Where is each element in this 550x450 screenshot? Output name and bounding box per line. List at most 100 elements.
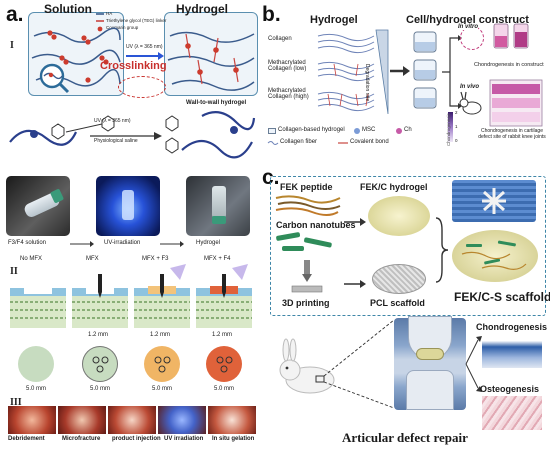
nanotubes [276, 232, 332, 251]
legend-ch-dot [396, 128, 402, 134]
depth-label-3: 1.2 mm [212, 332, 233, 338]
photo-arrow-2 [160, 241, 184, 247]
composite-blob [452, 230, 538, 282]
row-methacrylated-high: Methacrylated Collagen (high) [268, 88, 309, 100]
scale-label: Chondrogenesis [446, 113, 451, 146]
osteogenesis-label: Osteogenesis [480, 384, 540, 394]
tibia-bone [406, 370, 454, 410]
surgery-photo-4 [158, 406, 206, 434]
defect-circle-2 [82, 346, 118, 382]
process-arrow [390, 66, 410, 76]
surgery-step-3: product injection [112, 436, 161, 442]
depth-label-2: 1.2 mm [150, 332, 171, 338]
inverted-vial-cap [212, 216, 226, 224]
rabbit-icon [459, 91, 482, 115]
rabbit-illustration [279, 338, 335, 394]
cartilage-block-1 [10, 286, 66, 328]
hydrogel-box-title: Hydrogel [176, 2, 229, 16]
molecule-reaction [9, 111, 256, 159]
uv-label-top: UV (λ = 365 nm) [126, 44, 163, 50]
treatment-mfx-f3: MFX + F3 [142, 256, 169, 262]
legend-msc: MSC [362, 127, 376, 133]
chondrogenesis-scale [448, 112, 453, 142]
cartilage-block-2 [72, 274, 128, 328]
hydrogel-chains [167, 31, 255, 91]
legend-collagen-hydrogel: Collagen-based hydrogel [278, 127, 345, 133]
fiber-networks [317, 33, 375, 112]
panel-a-letter: a. [6, 3, 24, 26]
construct-beakers [413, 31, 437, 109]
legend-bond-swatch [338, 142, 348, 144]
fabrication-box [270, 176, 546, 316]
cartilage-block-3 [134, 264, 190, 328]
surgery-step-1: Debridement [8, 436, 45, 442]
chondrogenesis-label: Chondrogenesis [476, 322, 548, 332]
photo-uv-irradiation [96, 176, 160, 236]
scale-tick-0: 0 [455, 138, 458, 143]
legend-fiber-swatch [267, 141, 279, 145]
in-vivo-label: In vivo [460, 84, 480, 90]
defect-circle-1 [18, 346, 54, 382]
legend-swatches [96, 13, 104, 32]
legend-msc-dot [354, 128, 360, 134]
surgery-photo-1 [8, 406, 56, 434]
vitro-caption: Chondrogenesis in construct [474, 62, 544, 68]
pcl-scaffold [372, 264, 426, 294]
vitro-vials [493, 23, 529, 49]
degradation-label: Degradation rate [364, 64, 370, 102]
zoom-lines [323, 319, 395, 409]
printing-label: 3D printing [282, 298, 330, 308]
section-1-label: I [10, 40, 14, 51]
scaffold-title: FEK/C-S scaffold [454, 290, 550, 304]
diameter-label-4: 5.0 mm [214, 386, 235, 392]
scaffold-photo [452, 180, 536, 222]
knee-joint [394, 316, 466, 410]
panel-c: c. FEK peptide Carbon nanotubes 3D print… [262, 166, 550, 450]
fek-hydrogel-label: FEK/C hydrogel [360, 182, 428, 192]
osteogenesis-histology [482, 396, 542, 430]
diameter-label-2: 5.0 mm [90, 386, 111, 392]
panel-b: b. Hydrogel Cell/hydrogel construct Coll… [262, 0, 550, 166]
hydrogel-column-title: Hydrogel [310, 14, 358, 26]
treatment-mfx-f4: MFX + F4 [204, 256, 231, 262]
scale-tick-1: 1 [455, 124, 458, 129]
photo-step-3: Hydrogel [196, 240, 221, 246]
construct-column-title: Cell/hydrogel construct [406, 14, 529, 26]
scale-tick-2: 2 [455, 110, 458, 115]
composite-fibers [461, 240, 527, 270]
treatment-no-mfx: No MFX [20, 256, 43, 262]
defect-circle-3 [144, 346, 180, 382]
section-3-label: III [10, 397, 22, 408]
defect-implant [416, 348, 444, 360]
photo-step-2: UV-irradiation [104, 240, 141, 246]
legend-teg: Triethylene glycol (TEG) linker [106, 18, 167, 23]
printed-lattice [482, 188, 506, 214]
panel-b-letter: b. [262, 3, 281, 26]
chondrogenesis-histology [482, 334, 542, 368]
legend-fiber: Collagen fiber [280, 139, 318, 145]
hydrogel-blob [368, 196, 430, 236]
outcome-arrows [465, 336, 482, 392]
legend-ch: Ch [404, 127, 412, 133]
in-vitro-label: In vitro [458, 24, 479, 30]
printer-icon [291, 260, 323, 293]
arrow-to-scaffold [344, 280, 366, 288]
crosslink-arrow [126, 52, 164, 60]
wall-to-wall-label: Wall-to-wall hydrogel [186, 100, 247, 106]
carbon-nanotubes-label: Carbon nanotubes [276, 220, 356, 230]
uv-label-mid: UV (λ = 365 nm) [94, 118, 131, 124]
legend-ha: HA [106, 11, 113, 16]
surgery-photo-2 [58, 406, 106, 434]
inverted-vial [212, 186, 226, 218]
vivo-caption: Chondrogenesis in cartilage defect site … [478, 128, 546, 140]
row-methacrylated-low: Methacrylated Collagen (low) [268, 60, 307, 72]
microfracture-holes [92, 356, 233, 373]
degradation-wedge [375, 29, 389, 115]
section-2-label: II [10, 266, 18, 277]
surgery-step-2: Microfracture [62, 436, 101, 442]
depth-label-1: 1.2 mm [88, 332, 109, 338]
repair-label: Articular defect repair [342, 430, 468, 445]
diameter-label-3: 5.0 mm [152, 386, 173, 392]
row-collagen: Collagen [268, 36, 292, 42]
magnifier-icon [39, 63, 70, 94]
